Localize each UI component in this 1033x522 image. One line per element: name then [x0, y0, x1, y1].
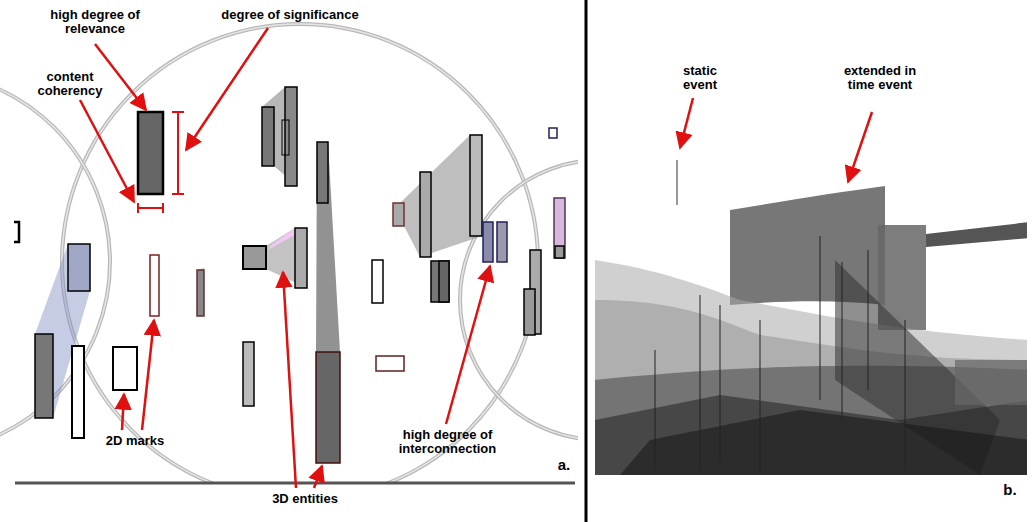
- panel-label: b.: [995, 483, 1025, 497]
- annotation-label: extended in time event: [830, 64, 930, 92]
- annotation-label: 3D entities: [250, 492, 360, 506]
- annotation-label: 2D marks: [95, 434, 175, 448]
- annotation-label: degree of significance: [215, 8, 365, 22]
- annotation-label: content coherency: [30, 70, 110, 98]
- annotation-label: static event: [670, 64, 730, 92]
- annotation-label: high degree of interconnection: [385, 428, 510, 456]
- annotation-label: high degree of relevance: [40, 8, 150, 36]
- panel-label: a.: [549, 458, 579, 472]
